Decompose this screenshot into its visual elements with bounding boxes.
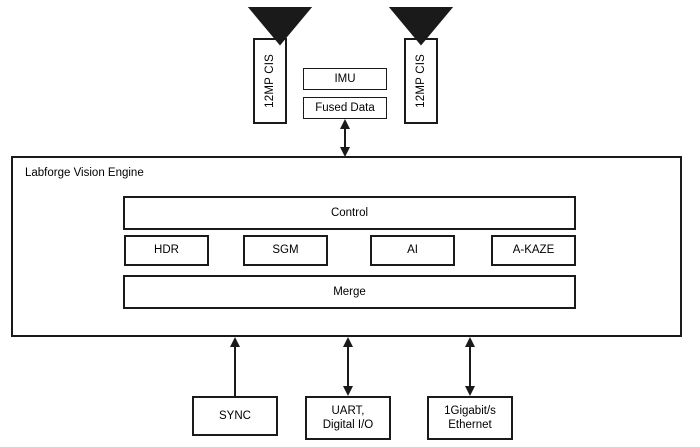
module-hdr-label: HDR bbox=[154, 244, 179, 257]
engine-title: Labforge Vision Engine bbox=[25, 167, 144, 179]
module-sgm-label: SGM bbox=[272, 244, 299, 257]
interface-sync: SYNC bbox=[192, 396, 278, 436]
module-sgm: SGM bbox=[243, 235, 328, 266]
connector-fused-data-to-engine bbox=[340, 119, 350, 157]
sensor-left: 12MP CIS bbox=[253, 38, 287, 124]
sensor-left-label: 12MP CIS bbox=[264, 54, 276, 108]
interface-uart-line-2: Digital I/O bbox=[322, 419, 374, 431]
interface-sync-label: SYNC bbox=[219, 409, 251, 422]
control-block: Control bbox=[123, 196, 576, 230]
connector-engine-to-ethernet bbox=[465, 337, 475, 396]
interface-ethernet-line-1: 1Gigabit/s bbox=[444, 404, 496, 417]
interface-ethernet-line-2: Ethernet bbox=[448, 419, 492, 431]
module-ai-label: AI bbox=[407, 244, 418, 257]
imu-box: IMU bbox=[303, 68, 387, 90]
sensor-right-label: 12MP CIS bbox=[415, 54, 427, 108]
imu-label: IMU bbox=[334, 72, 356, 85]
connector-engine-to-uart bbox=[343, 337, 353, 396]
connector-engine-to-sync bbox=[230, 337, 240, 396]
control-label: Control bbox=[330, 206, 369, 219]
module-hdr: HDR bbox=[124, 235, 209, 266]
camera-lens-triangle-icon-left bbox=[247, 7, 313, 46]
vision-engine-container: Labforge Vision Engine bbox=[11, 156, 682, 337]
interface-uart: UART, Digital I/O bbox=[305, 396, 391, 440]
camera-lens-triangle-icon-right bbox=[388, 7, 454, 46]
fused-data-box: Fused Data bbox=[303, 97, 387, 119]
interface-ethernet: 1Gigabit/s Ethernet bbox=[427, 396, 513, 440]
module-a-kaze-label: A-KAZE bbox=[512, 244, 555, 257]
interface-uart-line-1: UART, bbox=[331, 404, 365, 417]
fused-data-label: Fused Data bbox=[315, 101, 375, 114]
module-a-kaze: A-KAZE bbox=[491, 235, 576, 266]
sensor-right: 12MP CIS bbox=[404, 38, 438, 124]
module-ai: AI bbox=[370, 235, 455, 266]
merge-block: Merge bbox=[123, 275, 576, 309]
merge-label: Merge bbox=[333, 285, 366, 298]
